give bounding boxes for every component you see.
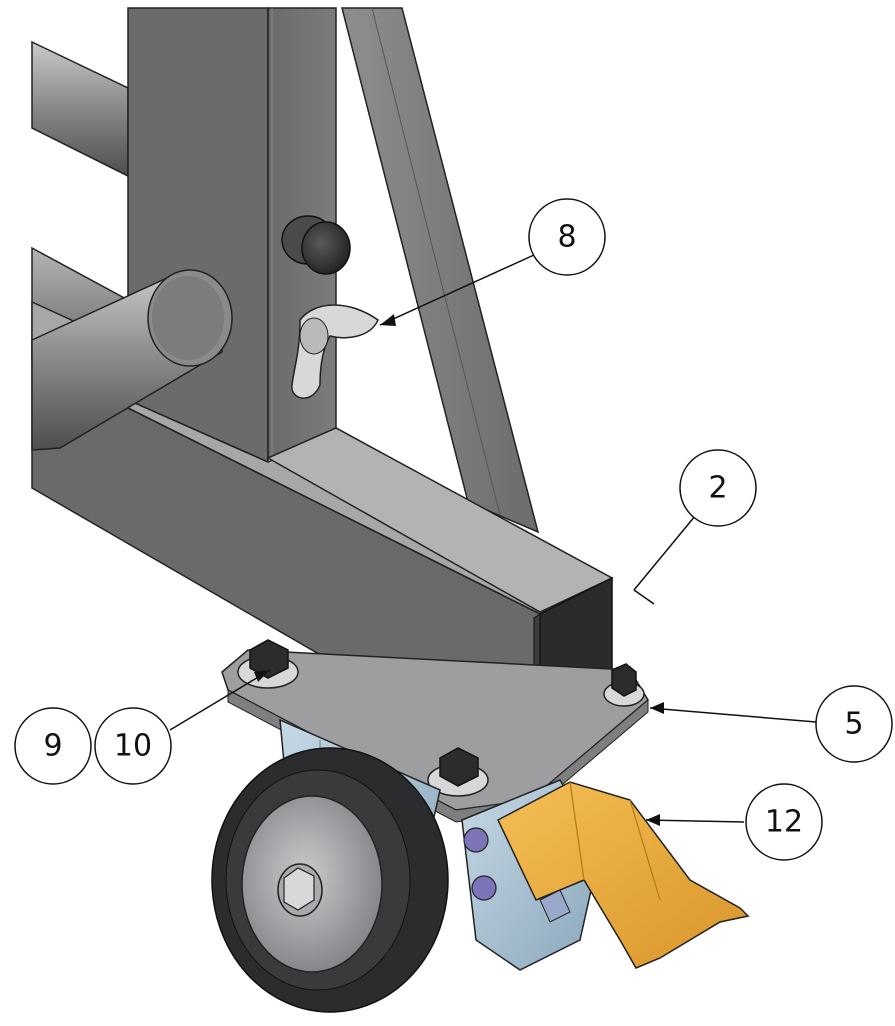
balloon-label-9: 9 xyxy=(43,729,62,764)
castor-wheel xyxy=(211,747,449,1013)
arrowhead-12 xyxy=(646,814,660,826)
diagonal-brace xyxy=(341,7,540,534)
balloon-12: 12 xyxy=(745,783,823,861)
arrowhead-10 xyxy=(254,670,270,682)
leader-lines xyxy=(169,254,817,826)
balloon-8: 8 xyxy=(528,198,606,276)
balloon-label-2: 2 xyxy=(708,471,727,506)
flange-nut-front xyxy=(427,747,489,797)
balloon-label-10: 10 xyxy=(114,729,152,764)
leader-line-5 xyxy=(649,707,817,723)
balloon-5: 5 xyxy=(815,685,893,763)
locking-knob xyxy=(281,215,351,275)
balloon-label-8: 8 xyxy=(557,220,576,255)
balloon-label-5: 5 xyxy=(844,707,863,742)
upper-crossbar-tube xyxy=(31,40,129,178)
leader-line-8 xyxy=(379,254,535,326)
leader-line-10 xyxy=(169,669,271,731)
balloon-label-12: 12 xyxy=(765,805,803,840)
wing-screw xyxy=(291,304,379,399)
leader-line-12 xyxy=(645,819,745,823)
balloon-9: 9 xyxy=(14,707,92,785)
flange-nut-left xyxy=(237,639,299,689)
balloon-2: 2 xyxy=(679,449,757,527)
flange-nut-right xyxy=(603,663,645,707)
arrowhead-8 xyxy=(380,314,396,326)
leader-line-2-tail xyxy=(633,589,655,605)
cross-tube-round xyxy=(31,269,233,451)
brake-pedal xyxy=(497,781,750,969)
balloon-10: 10 xyxy=(94,707,172,785)
leader-line-2 xyxy=(633,509,701,591)
arrowhead-5 xyxy=(650,702,664,714)
